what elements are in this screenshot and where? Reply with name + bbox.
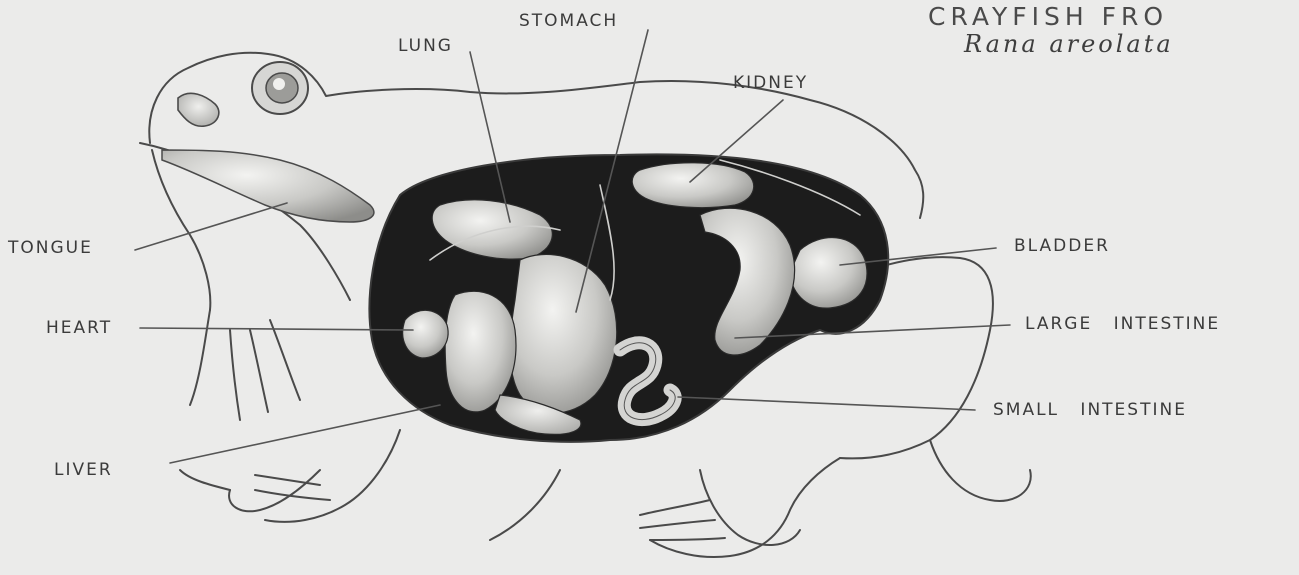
label-heart: HEART <box>46 320 112 337</box>
leader-tongue <box>135 203 287 250</box>
heart-shape <box>403 310 448 358</box>
bladder-shape <box>790 238 867 309</box>
eye-icon <box>252 62 308 114</box>
label-stomach: STOMACH <box>519 13 618 30</box>
label-lung: LUNG <box>398 38 453 55</box>
scientific-name: Rana areolata <box>964 32 1174 56</box>
leader-small-intestine <box>678 397 975 410</box>
kidney-shape <box>632 163 754 208</box>
label-small-intestine: SMALL INTESTINE <box>993 402 1187 419</box>
label-bladder: BLADDER <box>1014 238 1110 255</box>
title-line-1: CRAYFISH FRO <box>928 4 1168 29</box>
hind-foot-toes <box>255 475 725 540</box>
label-tongue: TONGUE <box>8 240 93 257</box>
forelimb-fingers <box>190 310 300 420</box>
label-liver: LIVER <box>54 462 113 479</box>
label-kidney: KIDNEY <box>733 75 808 92</box>
nostril-shape <box>178 93 219 126</box>
label-large-intestine: LARGE INTESTINE <box>1025 316 1220 333</box>
tongue-shape <box>162 150 374 222</box>
